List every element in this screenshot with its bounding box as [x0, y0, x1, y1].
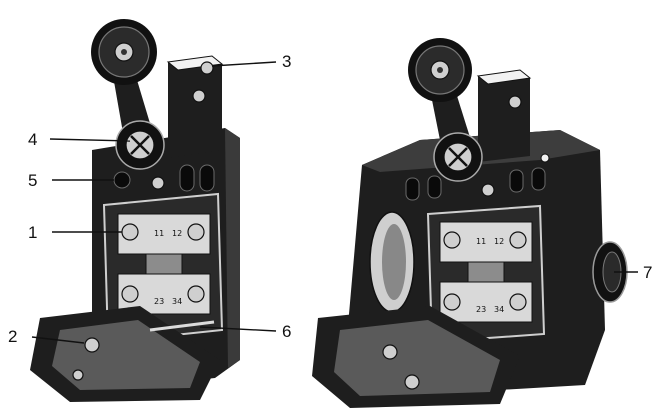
right-head-block [478, 70, 530, 162]
right-plate-mid [467, 261, 505, 283]
left-slot-1 [179, 164, 195, 192]
right-roller-center [437, 67, 443, 73]
left-terminal-label-12: 12 [172, 229, 182, 238]
left-head-block [168, 56, 222, 158]
left-lever-hub-cross [130, 135, 150, 155]
callout-label-6: 6 [282, 322, 291, 341]
callout-label-1: 1 [28, 223, 37, 242]
left-housing-side [225, 128, 240, 368]
left-terminal-screw-11 [121, 223, 139, 241]
right-cover-inner [334, 320, 500, 396]
left-terminal-screw-34 [187, 285, 205, 303]
left-top-screw [151, 176, 165, 190]
callout-label-7: 7 [643, 263, 652, 282]
left-terminal-screw-23 [121, 285, 139, 303]
right-terminal-screw-23 [443, 293, 461, 311]
left-terminal-screw-12 [187, 223, 205, 241]
left-terminal-label-23: 23 [154, 297, 164, 306]
right-terminal-screw-12 [509, 231, 527, 249]
right-top-screw [481, 183, 495, 197]
left-head-screw-2 [192, 89, 206, 103]
left-plate-mid [145, 253, 183, 275]
right-slot-2 [427, 175, 442, 199]
callout-label-4: 4 [28, 130, 37, 149]
right-slot-4 [531, 167, 546, 191]
callouts: 1 2 3 4 5 6 7 [8, 52, 652, 346]
right-top-dot [540, 153, 550, 163]
leader-6 [199, 326, 277, 332]
left-cover-inner [52, 320, 200, 390]
right-terminal-label-12: 12 [494, 237, 504, 246]
left-slot-2 [199, 164, 215, 192]
leader-4 [49, 138, 131, 142]
right-head-screw [508, 95, 522, 109]
right-head-top [476, 69, 532, 85]
leader-3 [211, 61, 277, 67]
right-limit-switch: 11 12 23 34 [312, 38, 628, 408]
callout-label-3: 3 [282, 52, 291, 71]
right-terminal-screw-11 [443, 231, 461, 249]
right-terminal-label-11: 11 [476, 237, 486, 246]
left-seal-edge [149, 320, 215, 332]
right-cover-screw-2 [404, 374, 420, 390]
left-limit-switch: 11 12 23 34 [30, 19, 240, 402]
right-cover-screw [382, 344, 398, 360]
left-cover-screw-2 [72, 369, 84, 381]
left-mount-hole [113, 171, 131, 189]
right-lever-hub-cross [448, 147, 468, 167]
left-cover-screw [84, 337, 100, 353]
left-roller-center [121, 49, 127, 55]
left-terminal-label-11: 11 [154, 229, 164, 238]
right-side-opening-inner [382, 224, 406, 300]
leader-2 [31, 336, 85, 344]
right-slot-1 [405, 177, 420, 201]
callout-label-5: 5 [28, 171, 37, 190]
left-terminal-label-34: 34 [172, 297, 182, 306]
callout-label-2: 2 [8, 327, 17, 346]
right-terminal-label-23: 23 [476, 305, 486, 314]
right-terminal-label-34: 34 [494, 305, 504, 314]
right-slot-3 [509, 169, 524, 193]
left-head-top [166, 55, 224, 71]
right-terminal-screw-34 [509, 293, 527, 311]
left-head-screw [200, 61, 214, 75]
